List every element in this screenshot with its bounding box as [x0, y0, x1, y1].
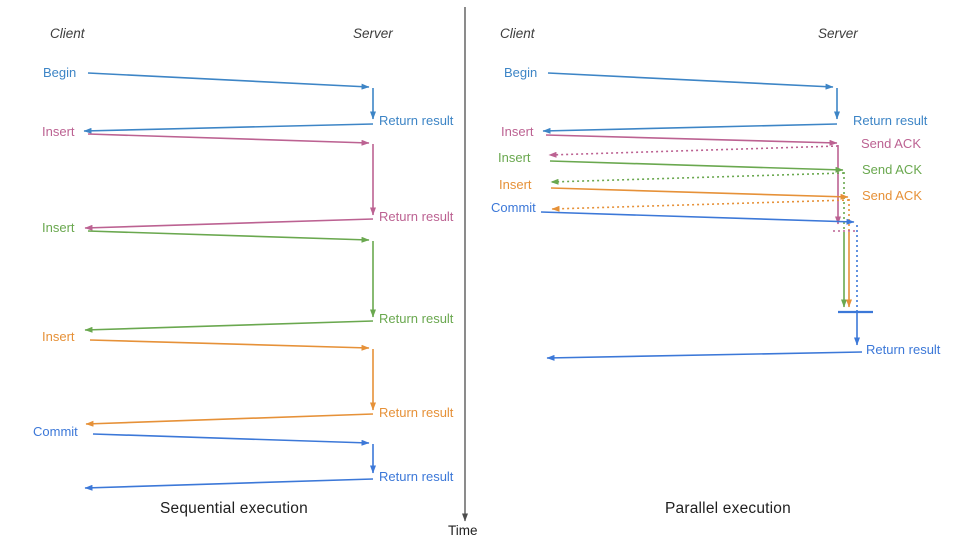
time-axis-label: Time	[448, 523, 478, 538]
arrow-pink	[87, 133, 370, 146]
seq-result-2: Return result	[379, 209, 454, 224]
seq-op-begin: Begin	[43, 65, 77, 80]
seq-op-insert-1: Insert	[42, 124, 75, 139]
arrow-orange	[85, 413, 374, 427]
arrow-blue1	[87, 72, 370, 90]
arrow-blue1	[547, 72, 834, 90]
seq-result-5: Return result	[379, 469, 454, 484]
seq-result-4: Return result	[379, 405, 454, 420]
arrow-orange	[551, 199, 850, 212]
par-client-header: Client	[500, 26, 535, 41]
arrow-green	[550, 172, 845, 185]
par-op-commit: Commit	[491, 200, 536, 215]
par-ack-3: Send ACK	[862, 188, 922, 203]
arrow-green	[87, 230, 370, 243]
seq-result-3: Return result	[379, 311, 454, 326]
seq-op-insert-2: Insert	[42, 220, 75, 235]
arrow-orange	[550, 187, 849, 200]
par-final-result: Return result	[866, 342, 941, 357]
arrow-pink	[548, 145, 839, 158]
arrow-pink	[545, 134, 838, 146]
arrow-blue1	[542, 123, 838, 134]
par-op-insert-2: Insert	[498, 150, 531, 165]
arrow-orange	[89, 339, 370, 351]
arrow-blue1	[83, 123, 374, 134]
seq-server-header: Server	[353, 26, 393, 41]
arrow-pink	[84, 218, 374, 231]
par-op-insert-1: Insert	[501, 124, 534, 139]
par-server-header: Server	[818, 26, 858, 41]
par-op-begin: Begin	[504, 65, 538, 80]
arrow-blue2	[92, 433, 370, 446]
seq-caption: Sequential execution	[160, 500, 308, 517]
par-caption: Parallel execution	[665, 500, 791, 517]
arrow-green	[549, 160, 844, 173]
seq-result-1: Return result	[379, 113, 454, 128]
par-ack-2: Send ACK	[862, 162, 922, 177]
arrow-blue2	[540, 211, 855, 225]
arrow-blue2	[84, 478, 374, 491]
seq-client-header: Client	[50, 26, 85, 41]
par-result-1: Return result	[853, 113, 928, 128]
arrow-green	[84, 320, 374, 333]
seq-op-insert-3: Insert	[42, 329, 75, 344]
par-op-insert-3: Insert	[499, 177, 532, 192]
seq-op-commit: Commit	[33, 424, 78, 439]
arrow-blue2	[546, 351, 863, 361]
par-ack-1: Send ACK	[861, 136, 921, 151]
